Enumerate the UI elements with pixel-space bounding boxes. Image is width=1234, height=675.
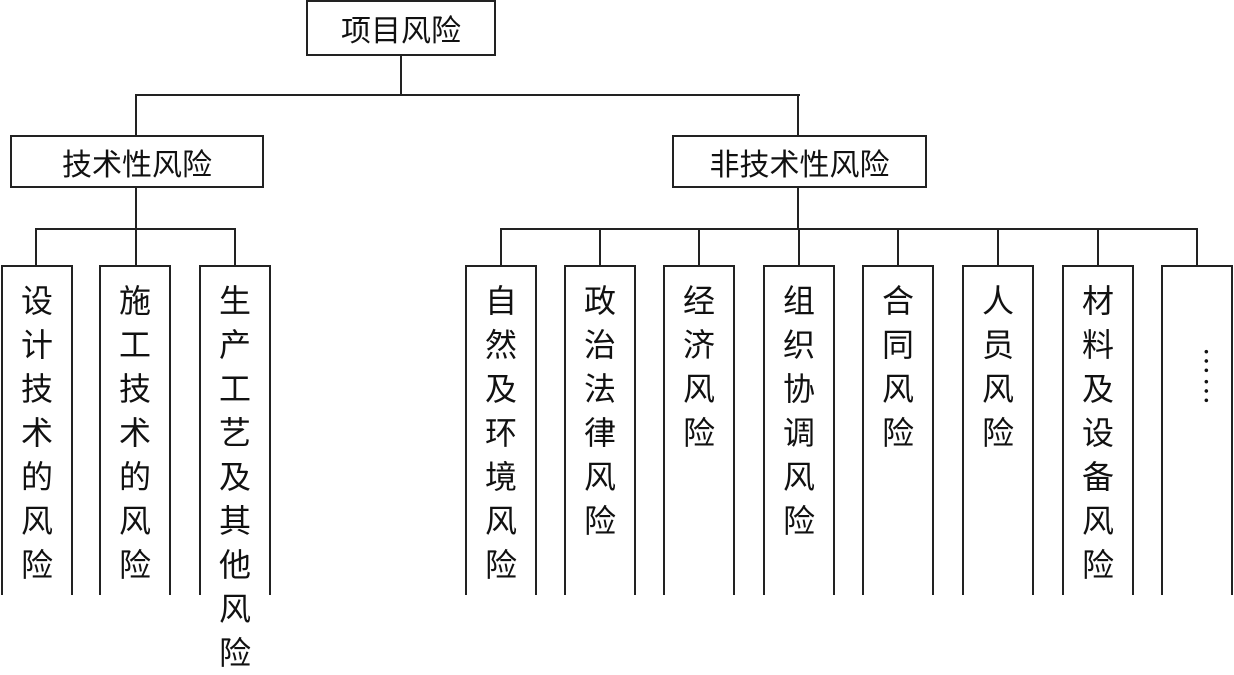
- leaf-node: 施工技术的风险: [99, 265, 171, 595]
- branch-technical: 技术性风险: [10, 135, 264, 188]
- leaf-label: 材料及设备风险: [1082, 282, 1115, 584]
- root-node: 项目风险: [306, 0, 496, 56]
- connector: [1097, 228, 1099, 266]
- connector: [135, 94, 800, 96]
- ellipsis-label: ……: [1198, 347, 1231, 407]
- leaf-node: 合同风险: [862, 265, 934, 595]
- leaf-label: 合同风险: [882, 282, 915, 452]
- leaf-node: 设计技术的风险: [1, 265, 73, 595]
- leaf-label: 施工技术的风险: [119, 282, 152, 584]
- leaf-label: 经济风险: [683, 282, 716, 452]
- connector: [1196, 228, 1198, 266]
- leaf-label: 人员风险: [982, 282, 1015, 452]
- connector: [997, 228, 999, 266]
- leaf-node: 自然及环境风险: [465, 265, 537, 595]
- branch-label: 非技术性风险: [709, 147, 890, 183]
- leaf-label: 政治法律风险: [584, 282, 617, 540]
- connector: [400, 55, 402, 96]
- leaf-node: 经济风险: [663, 265, 735, 595]
- leaf-node: 政治法律风险: [564, 265, 636, 595]
- connector: [135, 187, 137, 230]
- leaf-node: 人员风险: [962, 265, 1034, 595]
- connector: [500, 228, 1198, 230]
- connector: [135, 94, 137, 136]
- branch-label: 技术性风险: [62, 147, 212, 183]
- leaf-node: 生产工艺及其他风险: [199, 265, 271, 672]
- connector: [897, 228, 899, 266]
- leaf-node-ellipsis: ……: [1161, 265, 1233, 595]
- connector: [797, 187, 799, 230]
- leaf-label: 生产工艺及其他风险: [219, 282, 252, 672]
- leaf-label: 设计技术的风险: [21, 282, 54, 584]
- leaf-label: 组织协调风险: [783, 282, 816, 540]
- root-label: 项目风险: [341, 14, 461, 49]
- leaf-node: 组织协调风险: [763, 265, 835, 595]
- connector: [798, 228, 800, 266]
- connector: [500, 228, 502, 266]
- connector: [135, 228, 137, 266]
- leaf-label: 自然及环境风险: [485, 282, 518, 584]
- leaf-node: 材料及设备风险: [1062, 265, 1134, 595]
- connector: [797, 94, 799, 136]
- connector: [234, 228, 236, 266]
- branch-non-technical: 非技术性风险: [672, 135, 927, 188]
- connector: [599, 228, 601, 266]
- connector: [698, 228, 700, 266]
- connector: [35, 228, 37, 266]
